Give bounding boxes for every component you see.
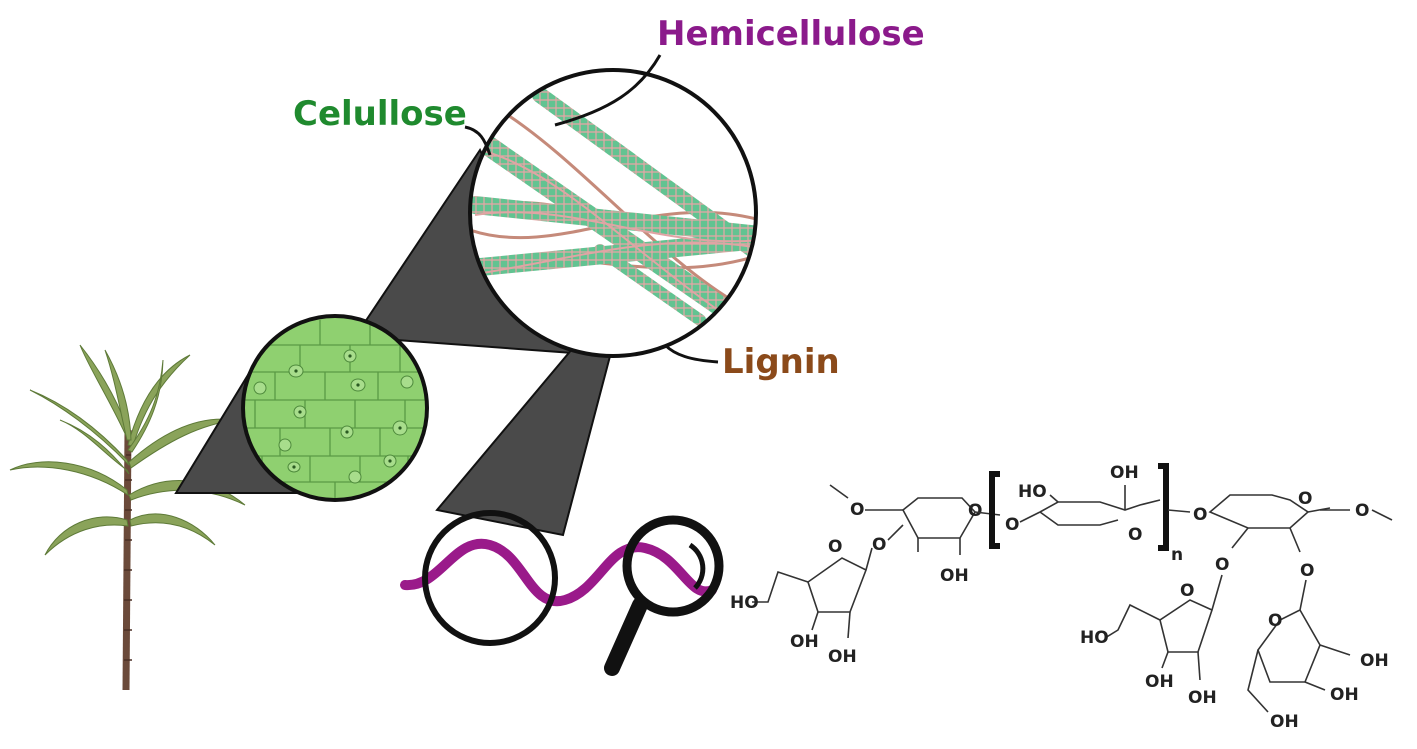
svg-text:HO: HO bbox=[730, 593, 759, 613]
svg-text:O: O bbox=[968, 501, 982, 521]
fiber-circle bbox=[468, 68, 758, 358]
svg-text:O: O bbox=[1268, 611, 1282, 631]
svg-text:O: O bbox=[1128, 525, 1142, 545]
cellulose-label: Celullose bbox=[293, 94, 467, 134]
svg-text:O: O bbox=[872, 535, 886, 555]
plant-tissue-circle bbox=[241, 314, 429, 502]
svg-text:HO: HO bbox=[1080, 628, 1109, 648]
svg-text:O: O bbox=[828, 537, 842, 557]
sugarcane-plant bbox=[9, 344, 246, 691]
svg-text:OH: OH bbox=[1330, 685, 1359, 705]
svg-text:OH: OH bbox=[1145, 672, 1174, 692]
svg-text:OH: OH bbox=[1270, 712, 1299, 732]
svg-text:HO: HO bbox=[1018, 482, 1047, 502]
svg-text:O: O bbox=[850, 500, 864, 520]
svg-text:O: O bbox=[1193, 505, 1207, 525]
svg-text:O: O bbox=[1215, 555, 1229, 575]
lignin-label: Lignin bbox=[722, 342, 840, 382]
svg-text:O: O bbox=[1355, 501, 1369, 521]
hemicellulose-structure: O O OH O O n O HO OH O O O bbox=[730, 463, 1393, 732]
svg-text:n: n bbox=[1171, 545, 1183, 565]
svg-text:OH: OH bbox=[1360, 651, 1389, 671]
hemicellulose-label: Hemicellulose bbox=[657, 14, 925, 54]
svg-text:O: O bbox=[1005, 515, 1019, 535]
polymer-chain bbox=[400, 510, 717, 646]
cellulose-leader bbox=[464, 125, 492, 156]
magnifying-glass-icon bbox=[604, 515, 724, 676]
svg-text:OH: OH bbox=[1110, 463, 1139, 483]
svg-text:OH: OH bbox=[828, 647, 857, 667]
svg-text:O: O bbox=[1180, 581, 1194, 601]
svg-text:OH: OH bbox=[1188, 688, 1217, 708]
svg-text:OH: OH bbox=[790, 632, 819, 652]
svg-text:O: O bbox=[1300, 561, 1314, 581]
hemicellulose-leader bbox=[554, 54, 662, 127]
svg-text:OH: OH bbox=[940, 566, 969, 586]
lignin-leader bbox=[663, 343, 719, 364]
svg-text:O: O bbox=[1298, 489, 1312, 509]
